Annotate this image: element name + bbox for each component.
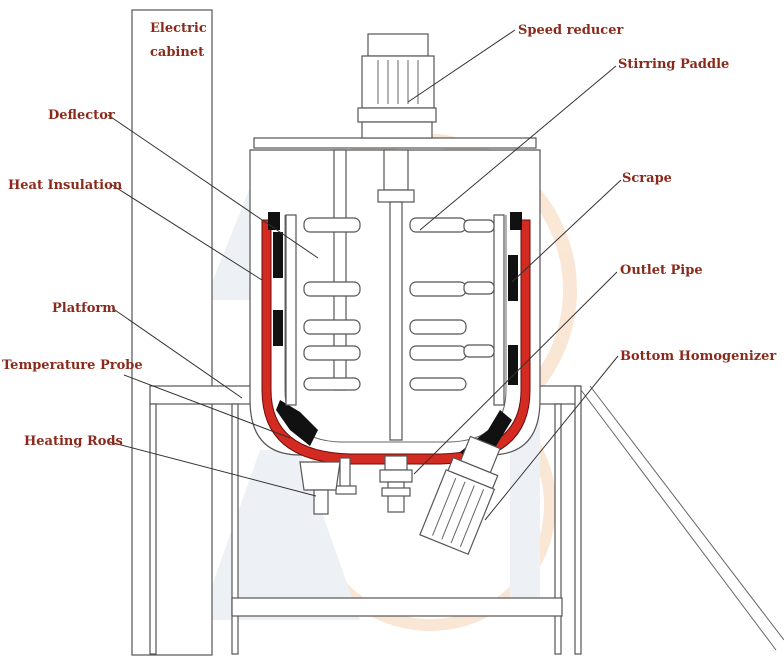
label-electric-cabinet-line1: Electric [150,21,207,36]
speed-reducer [357,33,437,139]
heating-jacket [261,219,531,465]
label-electric-cabinet-line2: cabinet [150,45,204,60]
label-temperature-probe: Temperature Probe [2,358,143,373]
outlet-pipe [379,455,413,513]
leader-lines [107,29,622,521]
label-deflector: Deflector [48,108,115,123]
tank-lid [253,137,537,149]
scrape-arm-left [285,214,297,406]
label-bottom-homogenizer: Bottom Homogenizer [620,349,776,364]
label-stirring-paddle: Stirring Paddle [618,57,729,72]
label-platform: Platform [52,301,116,316]
bottom-homogenizer [419,435,501,556]
label-speed-reducer: Speed reducer [518,23,623,38]
electric-cabinet [131,9,213,656]
label-heat-insulation: Heat Insulation [8,178,123,193]
label-heating-rods: Heating Rods [24,434,123,449]
stirring-paddle [303,149,467,441]
scrape-arm-right [493,214,505,406]
heating-rods [299,461,341,515]
label-outlet-pipe: Outlet Pipe [620,263,703,278]
label-scrape: Scrape [622,171,672,186]
labels: Electric cabinet Speed reducer Stirring … [2,21,776,449]
